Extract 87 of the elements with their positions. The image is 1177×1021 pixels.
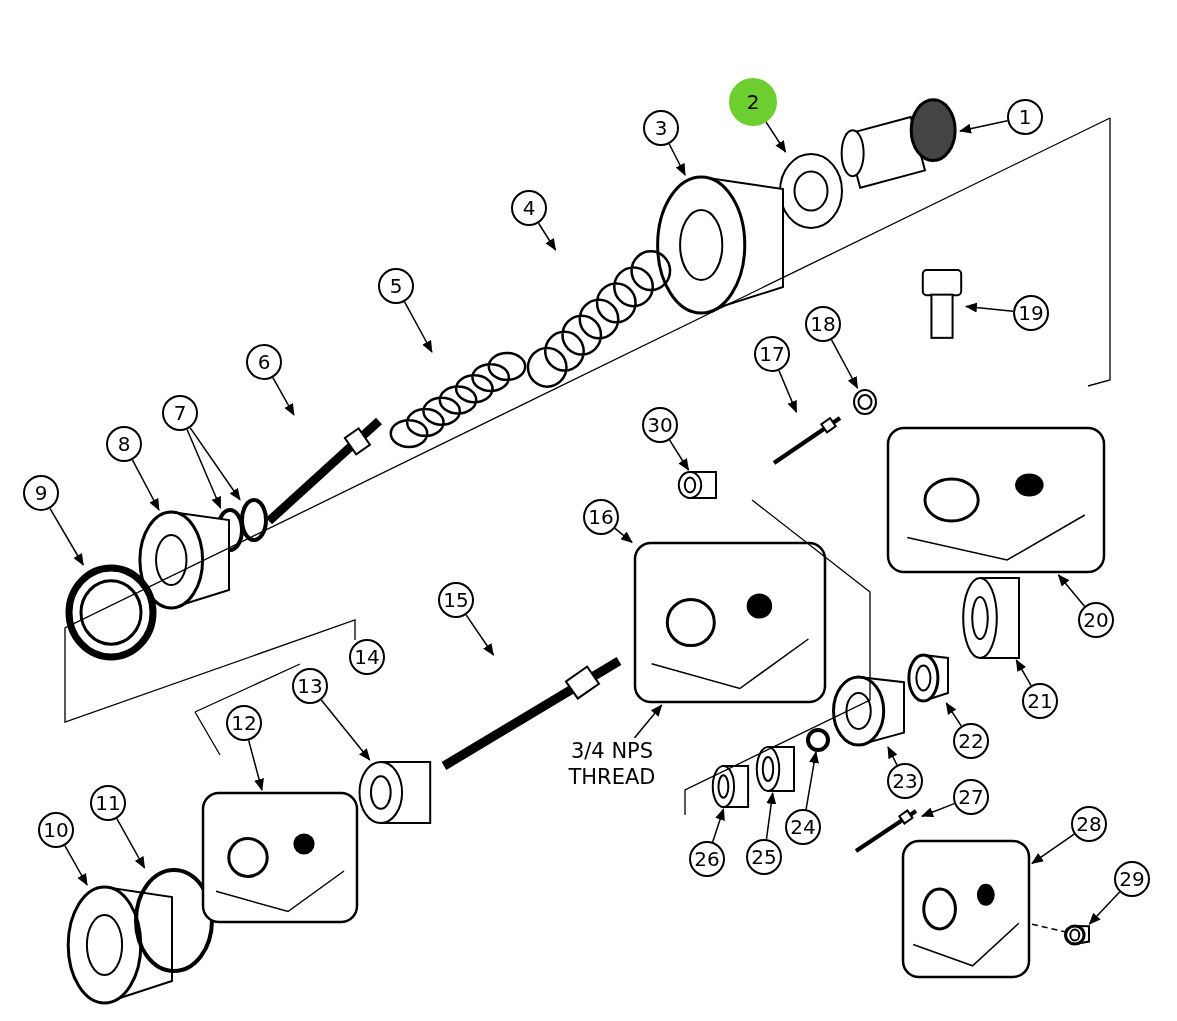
leader-line	[1015, 659, 1032, 687]
callout-number: 17	[754, 336, 790, 372]
callout-number: 28	[1071, 806, 1107, 842]
callout-number: 11	[90, 785, 126, 821]
leader-line	[959, 120, 1009, 134]
callout-number: 1	[1007, 99, 1043, 135]
callout-number: 13	[292, 668, 328, 704]
leader-line	[765, 121, 787, 153]
callout-number: 20	[1078, 602, 1114, 638]
body-drawing	[885, 425, 1107, 575]
leader-line	[131, 459, 160, 511]
bushing-drawing	[678, 470, 718, 500]
callout-number: 16	[583, 499, 619, 535]
leader-line	[711, 808, 725, 843]
o-ring-drawing	[240, 498, 268, 542]
callout-number: 19	[1013, 295, 1049, 331]
leader-line	[778, 369, 798, 413]
leader-line	[805, 751, 819, 810]
nut-drawing	[66, 885, 176, 1005]
leader-line	[247, 739, 264, 791]
leader-line	[830, 339, 859, 389]
leader-line	[668, 143, 686, 176]
body-drawing	[632, 540, 828, 705]
callout-number: 24	[785, 809, 821, 845]
leader-line	[272, 376, 295, 416]
leader-line	[64, 844, 88, 886]
callout-number: 3	[643, 110, 679, 146]
callout-number: 18	[805, 306, 841, 342]
nut-drawing	[655, 175, 787, 315]
callout-number: 5	[378, 268, 414, 304]
leader-line	[189, 427, 241, 501]
o-ring-drawing	[806, 728, 830, 752]
leader-line	[49, 507, 84, 566]
callout-number: 6	[246, 344, 282, 380]
o-ring-drawing	[134, 868, 214, 973]
leader-line	[945, 702, 962, 727]
seal-drawing	[66, 565, 156, 660]
fitting-drawing	[838, 98, 960, 190]
leader-line	[537, 222, 557, 251]
leader-line	[116, 817, 146, 869]
nut-drawing	[1065, 924, 1093, 946]
bushing-drawing	[756, 745, 796, 793]
leader-line	[1031, 923, 1066, 933]
callout-number: 8	[106, 426, 142, 462]
callout-number: 30	[642, 407, 678, 443]
callout-number: 10	[38, 812, 74, 848]
nut-drawing	[138, 510, 233, 610]
callout-number: 12	[226, 705, 262, 741]
leader-line	[465, 614, 495, 656]
callout-number: 7	[162, 395, 198, 431]
callout-number: 9	[23, 475, 59, 511]
callout-number: 29	[1114, 861, 1150, 897]
callout-number: 21	[1022, 683, 1058, 719]
callout-number: 4	[511, 190, 547, 226]
callout-number: 25	[746, 839, 782, 875]
bushing-drawing	[358, 760, 434, 825]
leader-line	[403, 301, 433, 353]
callout-number: 27	[953, 779, 989, 815]
body-drawing	[200, 790, 360, 925]
leader-line	[921, 802, 955, 817]
leader-line	[320, 699, 371, 761]
callout-number: 2	[729, 78, 777, 126]
callout-number: 14	[349, 639, 385, 675]
nut-drawing	[908, 653, 952, 703]
callout-number: 22	[953, 723, 989, 759]
leader-line	[186, 428, 222, 509]
leader-line	[614, 527, 633, 544]
bushing-drawing	[962, 576, 1022, 660]
washer-drawing	[778, 152, 844, 230]
leader-line	[1057, 574, 1086, 607]
leader-line	[1088, 891, 1121, 925]
leader-line	[1031, 833, 1075, 865]
leader-line	[633, 704, 663, 739]
leader-line	[965, 302, 1014, 313]
callout-number: 26	[689, 841, 725, 877]
callout-number: 23	[887, 763, 923, 799]
leader-line	[887, 746, 898, 766]
body-drawing	[900, 838, 1032, 980]
nut-drawing	[832, 675, 908, 747]
leader-line	[668, 439, 690, 471]
bushing-drawing	[712, 764, 750, 809]
leader-line	[765, 792, 777, 840]
spring-drawing	[388, 352, 528, 448]
washer-drawing	[852, 388, 878, 416]
rod-drawing	[265, 415, 385, 525]
callout-number: 15	[438, 582, 474, 618]
spring-drawing	[525, 250, 673, 388]
